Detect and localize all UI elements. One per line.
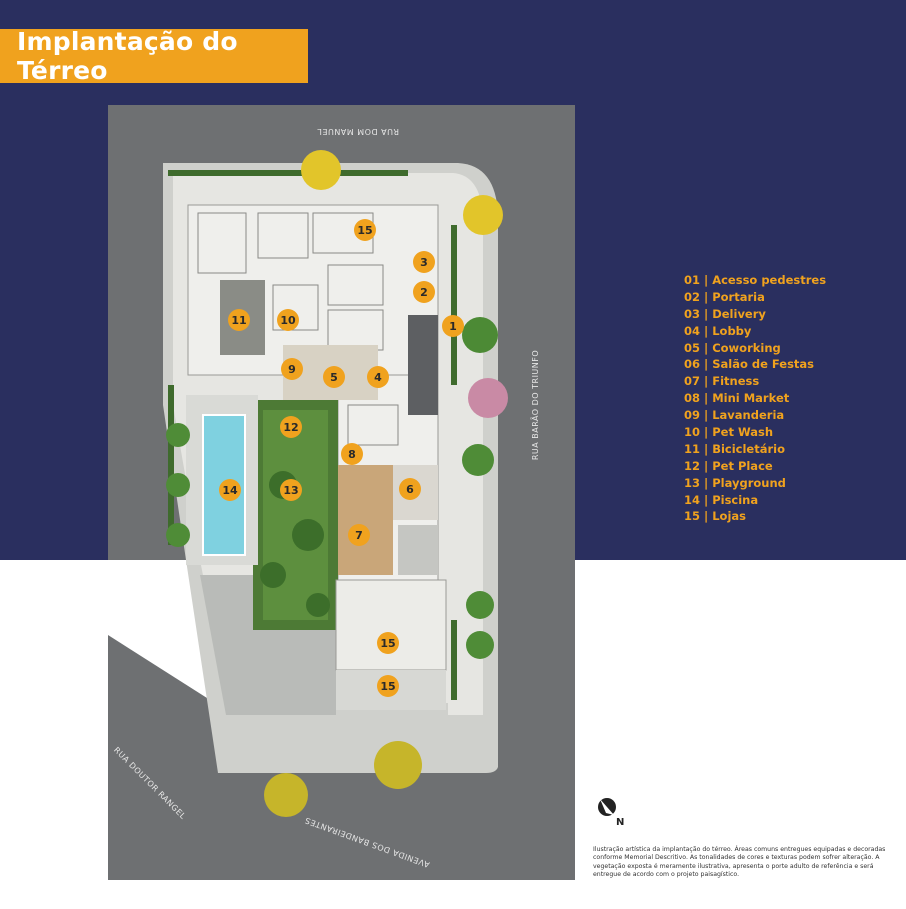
marker-14: 14 [219,479,241,501]
shops-lower [335,579,447,671]
svg-text:2: 2 [420,286,428,299]
svg-text:8: 8 [348,448,356,461]
svg-text:10: 10 [280,314,296,327]
marker-5: 5 [323,366,345,388]
svg-text:15: 15 [357,224,372,237]
svg-text:15: 15 [380,637,395,650]
marker-10: 10 [277,309,299,331]
svg-text:5: 5 [330,371,338,384]
marker-4: 4 [367,366,389,388]
svg-text:6: 6 [406,483,414,496]
fitness-deck [338,465,393,575]
legend-item: 07 | Fitness [684,374,760,389]
marker-1: 1 [442,315,464,337]
legend-item: 13 | Playground [684,475,786,490]
svg-text:13: 13 [283,484,298,497]
marker-3: 3 [413,251,435,273]
legend-item: 15 | Lojas [684,509,746,524]
legend-item: 01 | Acesso pedestres [684,273,827,287]
marker-15-top: 15 [354,219,376,241]
legend-item: 03 | Delivery [684,306,766,321]
marker-9: 9 [281,358,303,380]
title-badge: Implantação do Térreo [0,27,308,85]
svg-text:1: 1 [449,320,457,333]
legend-item: 14 | Piscina [684,492,759,507]
marker-11: 11 [228,309,250,331]
north-arrow-icon [598,798,616,816]
marker-6: 6 [399,478,421,500]
svg-text:7: 7 [355,529,363,542]
empty-area [108,560,218,705]
svg-text:3: 3 [420,256,428,269]
svg-text:11: 11 [231,314,246,327]
map-markers: 1 2 3 4 5 6 7 8 9 10 11 12 13 14 15 15 1… [219,219,464,697]
svg-text:4: 4 [374,371,382,384]
legend-item: 10 | Pet Wash [684,425,774,440]
street-right: RUA BARÃO DO TRIUNFO [530,350,540,460]
disclaimer-text: Ilustração artística da implantação do t… [593,846,886,879]
legend-item: 05 | Coworking [684,340,781,355]
legend-item: 04 | Lobby [684,323,752,338]
legend-item: 02 | Portaria [684,289,765,304]
ramp-area [408,315,438,415]
marker-2: 2 [413,281,435,303]
marker-8: 8 [341,443,363,465]
legend-item: 09 | Lavanderia [684,408,785,423]
svg-text:9: 9 [288,363,296,376]
street-top: RUA DOM MANUEL [317,127,399,136]
north-label: N [616,817,625,828]
svg-text:14: 14 [222,484,238,497]
marker-15-middle: 15 [377,632,399,654]
legend: 01 | Acesso pedestres 02 | Portaria 03 |… [684,272,826,525]
marker-12: 12 [280,416,302,438]
marker-15-bottom: 15 [377,675,399,697]
svg-text:15: 15 [380,680,395,693]
marker-7: 7 [348,524,370,546]
marker-13: 13 [280,479,302,501]
page-title: Implantação do Térreo [17,27,238,85]
legend-item: 11 | Bicicletário [684,441,786,456]
legend-item: 12 | Pet Place [684,458,773,473]
legend-item: 08 | Mini Market [684,391,790,406]
legend-item: 06 | Salão de Festas [684,357,815,372]
site-plan-map: RUA DOM MANUEL RUA BARÃO DO TRIUNFO RUA … [108,105,575,880]
svg-text:12: 12 [283,421,298,434]
